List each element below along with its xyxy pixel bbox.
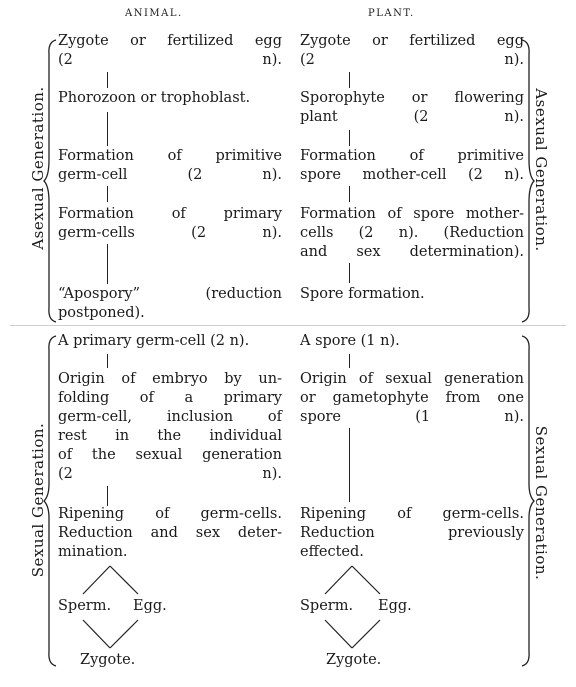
animal-connector-4 [107, 244, 108, 284]
sexual-brace-right [521, 335, 535, 667]
plant-connector-2 [349, 130, 350, 146]
animal-connector-2 [107, 112, 108, 146]
animal-connector-5 [107, 354, 108, 368]
plant-gametophyte-origin-step: Origin of sexual generation or gametophy… [300, 371, 524, 425]
plant-ripening-step: Ripening of germ-cells. Reduction previo… [300, 506, 524, 560]
animal-primary-germcell-step: A primary germ-cell (2 n). [58, 333, 250, 349]
sexual-brace-left [43, 335, 57, 667]
asexual-brace-right [521, 39, 535, 323]
asexual-generation-label-right: Asexual Generation. [532, 88, 550, 252]
plant-mothercells-step: Formation of spore mother- cells (2 n). … [300, 206, 524, 260]
plant-egg-label: Egg. [378, 598, 412, 614]
animal-fertilization-diagram [82, 565, 139, 649]
sexual-generation-label-right: Sexual Generation. [532, 425, 550, 581]
animal-embryo-origin-step: Origin of embryo by un- folding of a pri… [58, 371, 282, 482]
animal-phorozoon-step: Phorozoon or trophoblast. [58, 90, 251, 106]
generation-divider [10, 325, 566, 326]
plant-connector-4 [349, 263, 350, 283]
plant-fertilization-diagram [324, 565, 381, 649]
plant-spore-formation-step: Spore formation. [300, 286, 425, 302]
animal-connector-1 [107, 72, 108, 88]
asexual-brace-left [43, 39, 57, 323]
animal-primitive-germcell-step: Formation of primitive germ-cell (2 n). [58, 148, 282, 183]
plant-primitive-mothercell-step: Formation of primitive spore mother-cell… [300, 148, 524, 183]
plant-column-header: PLANT. [368, 8, 415, 19]
plant-connector-3 [349, 186, 350, 202]
animal-connector-3 [107, 186, 108, 202]
animal-apospory-step: “Apospory” (reduction postponed). [58, 286, 282, 321]
plant-sperm-label: Sperm. [300, 598, 354, 614]
animal-zygote-label: Zygote. [80, 652, 136, 668]
plant-connector-1 [349, 72, 350, 88]
plant-zygote-step: Zygote or fertilized egg (2 n). [300, 33, 524, 68]
animal-column-header: ANIMAL. [125, 8, 183, 19]
plant-sporophyte-step: Sporophyte or flowering plant (2 n). [300, 90, 524, 125]
animal-ripening-step: Ripening of germ-cells. Reduction and se… [58, 506, 282, 560]
animal-egg-label: Egg. [133, 598, 167, 614]
animal-primary-germcells-step: Formation of primary germ-cells (2 n). [58, 206, 282, 241]
plant-spore-step: A spore (1 n). [300, 333, 400, 349]
plant-connector-5 [349, 354, 350, 368]
animal-sperm-label: Sperm. [58, 598, 112, 614]
animal-connector-6 [107, 486, 108, 506]
plant-connector-6 [349, 428, 350, 502]
animal-zygote-step: Zygote or fertilized egg (2 n). [58, 33, 282, 68]
plant-zygote-label: Zygote. [326, 652, 382, 668]
